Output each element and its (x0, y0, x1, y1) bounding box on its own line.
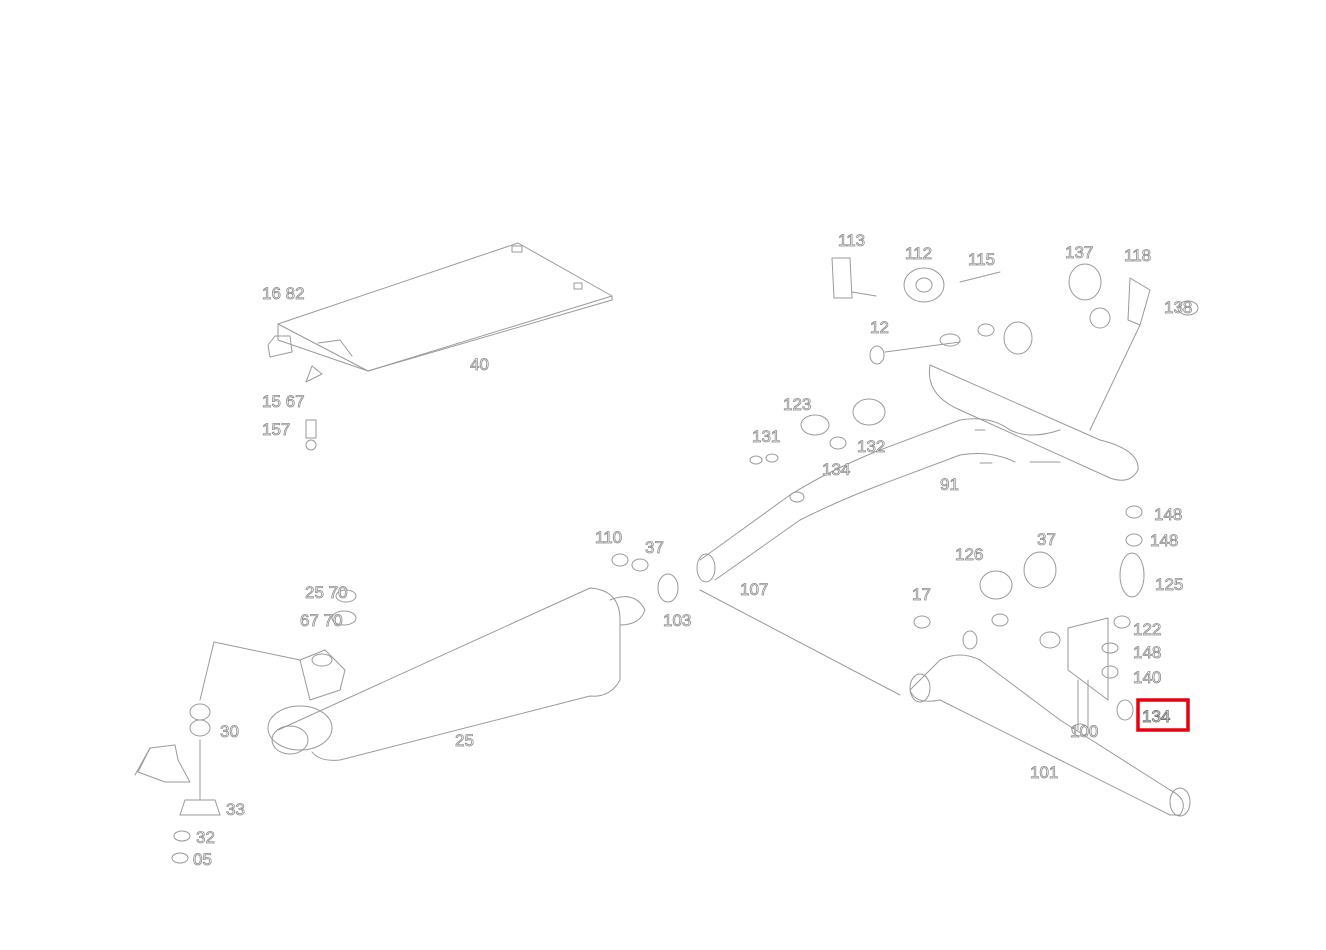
label-101: 101 (1030, 763, 1058, 782)
label-33: 33 (226, 800, 245, 819)
label-05: 05 (193, 850, 212, 869)
label-134-upper: 134 (822, 460, 850, 479)
label-12: 12 (870, 318, 889, 337)
label-37-left: 37 (645, 538, 664, 557)
label-140: 140 (1133, 668, 1161, 687)
label-25: 25 (455, 731, 474, 750)
label-132: 132 (857, 437, 885, 456)
label-100: 100 (1070, 722, 1098, 741)
rear-hanger-bracket (134, 703, 221, 864)
heat-shield-plate (267, 242, 613, 451)
label-126: 126 (955, 545, 983, 564)
label-17: 17 (912, 585, 931, 604)
label-112: 112 (905, 244, 932, 263)
front-pipe-assembly (831, 257, 1199, 481)
label-37-right: 37 (1037, 530, 1056, 549)
label-134-highlighted: 134 (1142, 707, 1170, 726)
label-125: 125 (1155, 575, 1183, 594)
label-25-70: 25 70 (305, 583, 348, 602)
label-118: 118 (1124, 246, 1151, 265)
label-16-82: 16 82 (262, 284, 305, 303)
label-123: 123 (783, 395, 811, 414)
label-30: 30 (220, 722, 239, 741)
label-137: 137 (1065, 243, 1093, 262)
label-113: 113 (838, 231, 865, 250)
label-15-67: 15 67 (262, 392, 305, 411)
label-157: 157 (262, 420, 290, 439)
label-32: 32 (196, 828, 215, 847)
label-148-c: 148 (1133, 643, 1161, 662)
rear-muffler (199, 587, 646, 761)
callout-labels: 16 82 40 15 67 157 113 112 115 137 118 1… (193, 231, 1193, 870)
label-67-70: 67 70 (300, 611, 343, 630)
label-107: 107 (740, 580, 768, 599)
label-131: 131 (752, 427, 780, 446)
label-115: 115 (968, 250, 995, 269)
front-hanger-bracket (909, 505, 1191, 817)
label-148-a: 148 (1154, 505, 1182, 524)
label-110: 110 (595, 528, 622, 547)
label-91: 91 (940, 475, 959, 494)
intermediate-pipe (611, 398, 1016, 696)
label-138: 138 (1164, 298, 1192, 317)
highlight-box (1136, 698, 1190, 732)
label-148-b: 148 (1150, 531, 1178, 550)
label-122: 122 (1133, 620, 1161, 639)
label-103: 103 (663, 611, 691, 630)
label-40: 40 (470, 355, 489, 374)
